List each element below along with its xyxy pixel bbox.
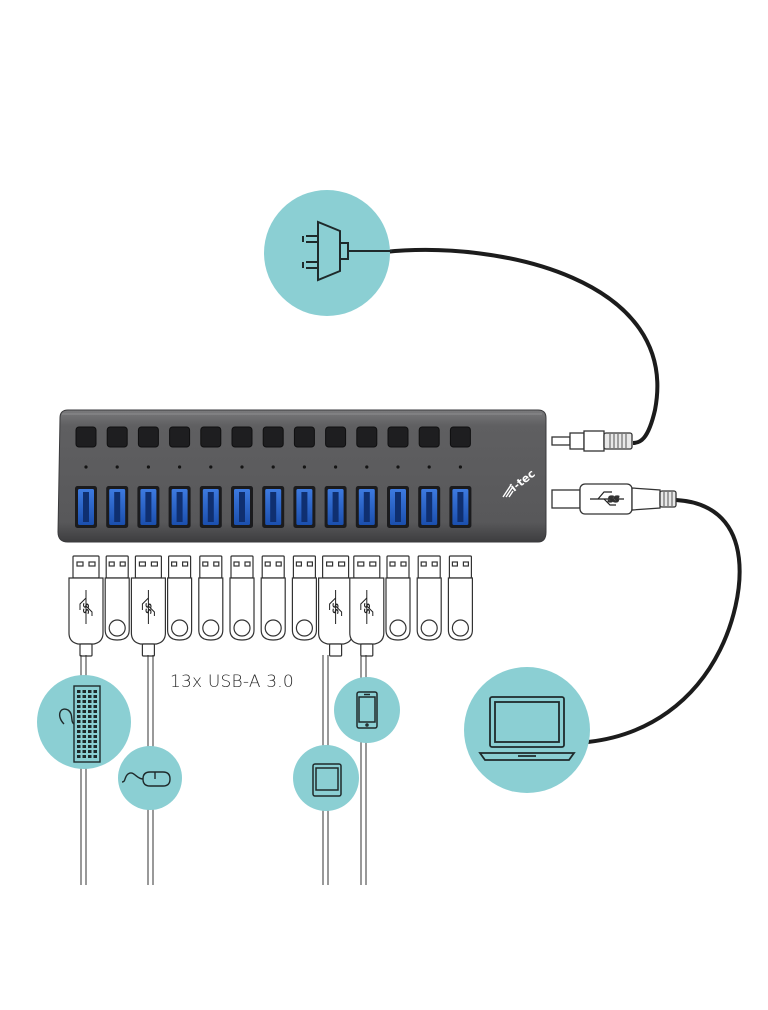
usb-plug-11: [385, 555, 411, 641]
port-led-7: [271, 465, 275, 469]
port-switch-6[interactable]: [231, 426, 253, 448]
port-switch-12[interactable]: [418, 426, 440, 448]
port-led-6: [240, 465, 244, 469]
usb-a-port-6[interactable]: [231, 486, 253, 528]
mouse-circle: [118, 746, 182, 810]
usb-a-port-2[interactable]: [106, 486, 129, 528]
usb-a-port-4[interactable]: [168, 486, 191, 528]
port-led-1: [84, 465, 88, 469]
port-led-12: [427, 465, 431, 469]
mouse-icon: [121, 771, 171, 787]
power-switches: [75, 426, 471, 448]
usb-a-port-1[interactable]: [75, 486, 97, 528]
dc-barrel-connector: [551, 430, 633, 452]
usb-hub: i-tec: [57, 409, 547, 543]
usb-b-connector: SS: [551, 483, 677, 515]
laptop-icon: [478, 696, 576, 761]
usb-plug-5: [198, 555, 224, 641]
laptop-circle: [464, 667, 590, 793]
usb-plug-2: [104, 555, 130, 641]
port-led-11: [396, 465, 400, 469]
usb-a-port-9[interactable]: [324, 486, 347, 528]
port-led-3: [146, 465, 150, 469]
usb-plug-12: [416, 555, 442, 641]
usb-plug-7: [260, 555, 286, 641]
port-switch-5[interactable]: [200, 426, 222, 448]
usb-plug-ss-label: SS: [363, 603, 372, 614]
port-switch-11[interactable]: [387, 426, 409, 448]
usb-plug-9: SS: [318, 555, 354, 657]
usb-plug-ss-label: SS: [144, 603, 153, 614]
usb-a-ports: [75, 486, 472, 528]
usb-a-port-10[interactable]: [355, 486, 378, 528]
power-circle: [264, 190, 390, 316]
smartphone-icon: [356, 691, 378, 729]
usb-plug-ss-label: SS: [82, 603, 91, 614]
upstream-cable: [587, 498, 742, 744]
port-led-2: [115, 465, 119, 469]
usb-plug-10: SS: [349, 555, 385, 657]
port-switch-1[interactable]: [75, 426, 97, 448]
port-switch-13[interactable]: [449, 426, 471, 448]
power-cable: [384, 248, 660, 445]
status-leds: [84, 465, 462, 469]
usb-a-port-11[interactable]: [387, 486, 409, 528]
port-switch-8[interactable]: [293, 426, 315, 448]
ports-caption: 13x USB-A 3.0: [170, 672, 294, 692]
usb-plug-3: SS: [130, 555, 166, 657]
usb-a-port-12[interactable]: [418, 486, 441, 528]
usb-plug-8: [291, 555, 317, 641]
tablet-icon: [312, 763, 342, 797]
port-switch-10[interactable]: [356, 426, 378, 448]
usb-a-port-13[interactable]: [449, 486, 472, 528]
usb-plug-13: [447, 555, 473, 641]
usb-plug-ss-label: SS: [332, 603, 341, 614]
usb-a-port-8[interactable]: [293, 486, 316, 528]
usb-a-port-7[interactable]: [262, 486, 285, 528]
port-led-5: [209, 465, 213, 469]
port-led-8: [302, 465, 306, 469]
usb-plugs-row: SS SS SS SS: [68, 555, 473, 657]
keyboard-icon: [58, 685, 101, 763]
port-switch-9[interactable]: [325, 426, 347, 448]
tablet-circle: [293, 745, 359, 811]
port-switch-2[interactable]: [106, 426, 128, 448]
port-led-9: [334, 465, 338, 469]
usb-plug-4: [167, 555, 193, 641]
usb-plug-6: [229, 555, 255, 641]
port-switch-3[interactable]: [137, 426, 159, 448]
usb-plug-1: SS: [68, 555, 104, 657]
port-led-13: [458, 465, 462, 469]
port-led-4: [178, 465, 182, 469]
power-plug-icon: [302, 220, 392, 282]
port-led-10: [365, 465, 369, 469]
phone-circle: [334, 677, 400, 743]
port-switch-4[interactable]: [169, 426, 191, 448]
usb-a-port-5[interactable]: [199, 486, 222, 528]
usb-b-ss-label: SS: [608, 495, 619, 504]
usb-ss-logo: [590, 491, 624, 506]
usb-a-port-3[interactable]: [137, 486, 160, 528]
port-switch-7[interactable]: [262, 426, 284, 448]
